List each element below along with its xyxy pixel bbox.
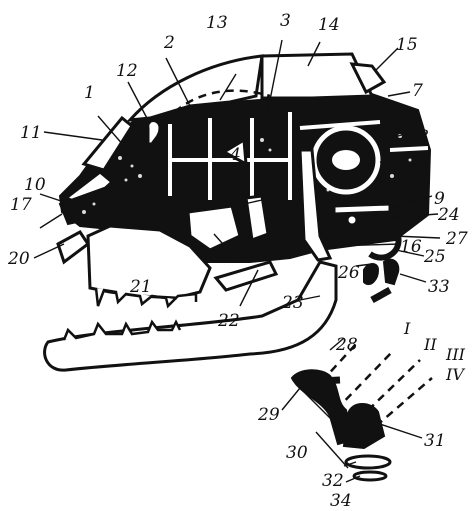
- label-33: 33: [428, 277, 450, 297]
- label-28: 28: [335, 335, 358, 355]
- label-31: 31: [424, 431, 446, 451]
- label-24: 24: [437, 205, 460, 225]
- label-11: 11: [20, 123, 42, 143]
- label-16: 16: [400, 237, 422, 257]
- bone-29: [292, 370, 352, 444]
- label-23: 23: [281, 293, 304, 313]
- label-30: 30: [286, 443, 308, 463]
- label-roman-IV: IV: [445, 365, 465, 384]
- arch-II: [336, 352, 392, 410]
- bone-9: [334, 204, 390, 214]
- label-8-lower: 8: [220, 247, 231, 267]
- label-13: 13: [206, 13, 228, 33]
- bone-31: [344, 404, 384, 448]
- label-21: 21: [129, 277, 152, 297]
- label-27: 27: [445, 229, 468, 249]
- label-1: 1: [84, 83, 95, 103]
- bone-26: [364, 264, 378, 284]
- label-32: 32: [322, 471, 344, 491]
- arch-IV: [376, 378, 432, 426]
- bone-24: [347, 215, 357, 225]
- label-12: 12: [116, 61, 138, 81]
- label-2: 2: [163, 33, 175, 53]
- skull-drawing: [45, 54, 432, 480]
- label-20: 20: [7, 249, 30, 269]
- label-8-upper: 8: [418, 127, 429, 147]
- label-roman-III: III: [445, 345, 466, 364]
- bone-33: [384, 260, 398, 284]
- label-5: 5: [236, 203, 247, 223]
- label-14: 14: [318, 15, 340, 35]
- orbit-inner: [332, 150, 360, 170]
- label-34: 34: [330, 491, 352, 511]
- label-26: 26: [337, 263, 360, 283]
- label-10: 10: [24, 175, 46, 195]
- label-3: 3: [280, 11, 291, 31]
- label-roman-II: II: [423, 335, 437, 354]
- label-4: 4: [229, 145, 241, 165]
- bone-32: [346, 456, 390, 468]
- label-6: 6: [410, 161, 421, 181]
- bone-20: [58, 232, 88, 262]
- label-29: 29: [257, 405, 280, 425]
- label-19: 19: [236, 247, 258, 267]
- label-25: 25: [423, 247, 446, 267]
- label-22: 22: [217, 311, 240, 331]
- label-7: 7: [412, 81, 423, 101]
- label-17: 17: [10, 195, 32, 215]
- label-roman-I: I: [403, 319, 411, 338]
- label-15: 15: [396, 35, 418, 55]
